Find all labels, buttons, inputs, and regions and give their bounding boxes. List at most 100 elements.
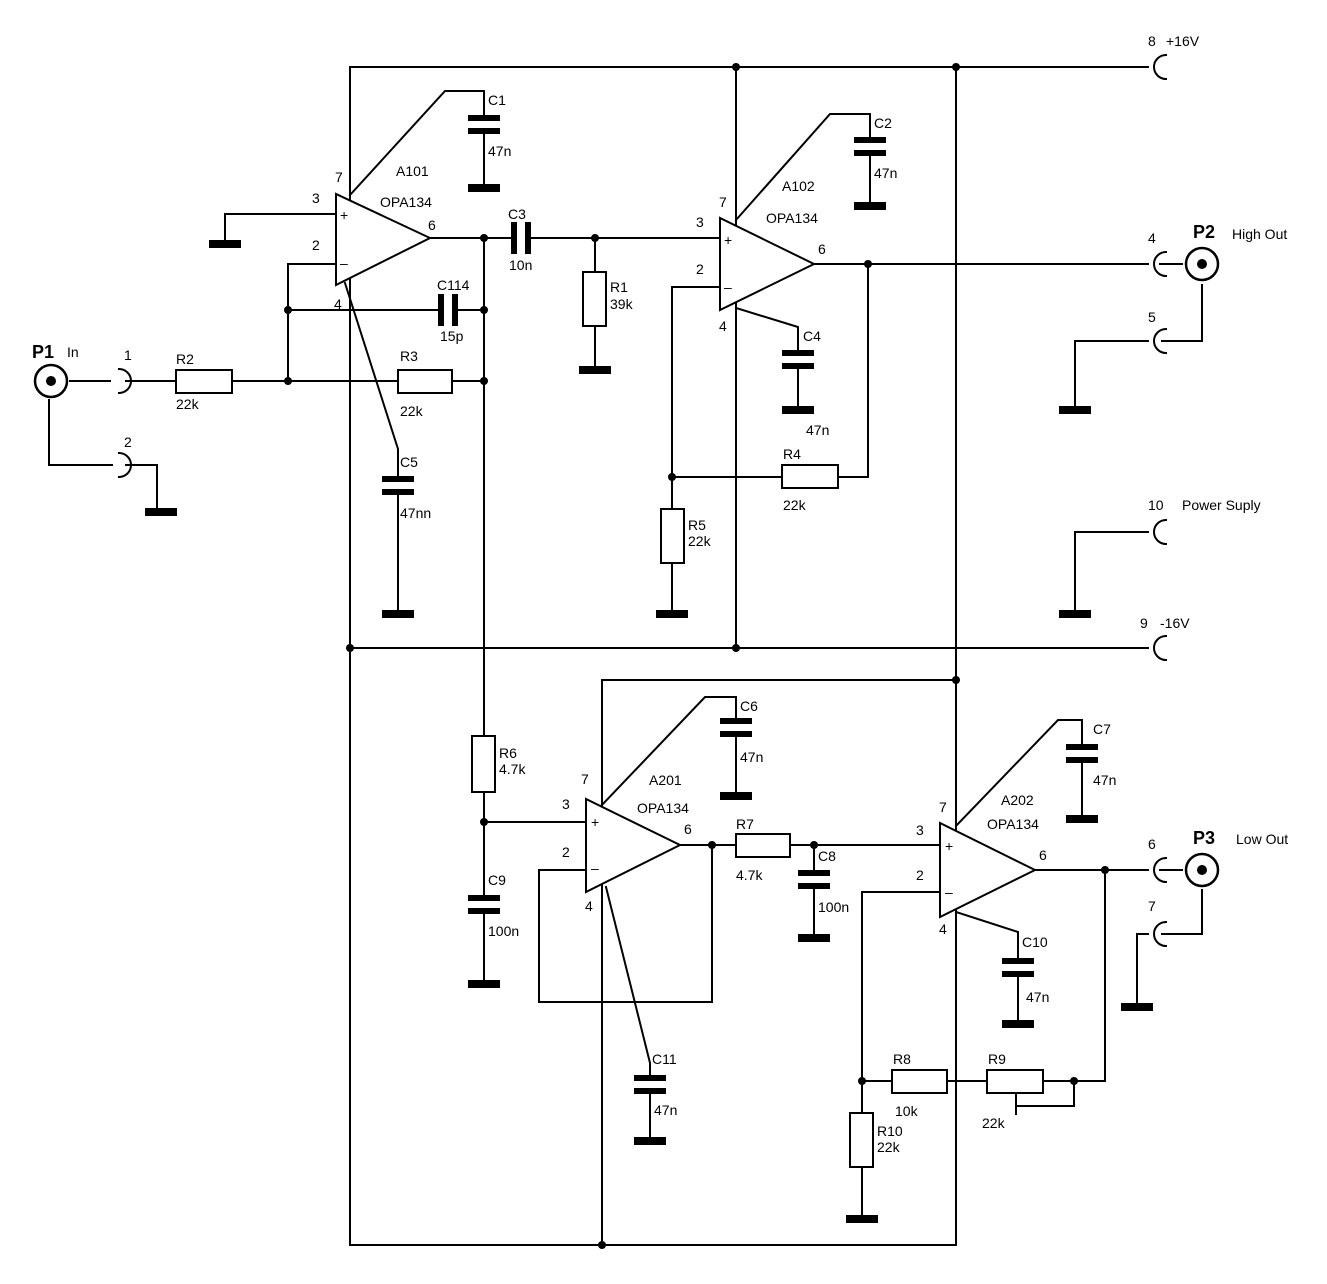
pin-number: 3 <box>562 796 570 812</box>
pin-number: 7 <box>939 799 947 815</box>
resistor-r10-name: R10 <box>877 1123 903 1139</box>
pin-number: 7 <box>719 194 727 210</box>
ground-icon <box>468 980 500 988</box>
pin-number: 5 <box>1148 309 1156 325</box>
resistor-r9-name: R9 <box>988 1051 1006 1067</box>
plus-sign: + <box>724 232 732 248</box>
pin-number: 7 <box>1148 898 1156 914</box>
pin-number: 2 <box>696 261 704 277</box>
pin-number: 4 <box>585 898 593 914</box>
wires <box>48 66 1203 1246</box>
resistor-r10 <box>849 1112 874 1168</box>
capacitor-c8-name: C8 <box>818 848 836 864</box>
resistor-r2 <box>175 369 233 394</box>
pin-number: 6 <box>1148 836 1156 852</box>
capacitor-c7-value: 47n <box>1093 772 1116 788</box>
opamp-a101-type: OPA134 <box>380 194 432 210</box>
capacitor-c11-value: 47n <box>654 1102 677 1118</box>
ground-icon <box>1002 1020 1034 1028</box>
capacitor-c5-value: 47nn <box>400 505 431 521</box>
resistor-r4 <box>781 464 839 489</box>
capacitor-c2-value: 47n <box>874 165 897 181</box>
resistor-r6-value: 4.7k <box>499 761 526 777</box>
plus-sign: + <box>340 207 348 223</box>
pin-number: 10 <box>1148 497 1164 513</box>
pin-number: 4 <box>939 921 947 937</box>
resistor-r3-value: 22k <box>400 403 424 419</box>
resistor-r8 <box>891 1069 948 1094</box>
power-neg-label: -16V <box>1160 615 1190 631</box>
ground-icon <box>634 1137 666 1145</box>
opamp-a102 <box>719 216 817 312</box>
minus-sign: – <box>724 279 732 295</box>
connector-p2-name: P2 <box>1193 222 1215 242</box>
pin-number: 2 <box>312 237 320 253</box>
connector-p3 <box>1184 852 1220 888</box>
pin-number: 6 <box>428 217 436 233</box>
resistor-r6 <box>471 735 496 793</box>
resistor-r7 <box>735 833 791 858</box>
resistor-r1-value: 39k <box>610 296 634 312</box>
capacitor-c2-name: C2 <box>874 115 892 131</box>
ground-icon <box>145 508 177 516</box>
ground-icon <box>846 1215 878 1223</box>
socket-icon <box>1153 856 1168 884</box>
ground-icon <box>782 406 814 414</box>
pin-sockets <box>117 53 1168 948</box>
ground-icon <box>720 792 752 800</box>
pin-number: 6 <box>684 821 692 837</box>
connector-p1-name: P1 <box>32 342 54 362</box>
plus-sign: + <box>591 814 599 830</box>
connector-p3-label: Low Out <box>1236 831 1288 847</box>
minus-sign: – <box>340 255 348 271</box>
opamp-a201-type: OPA134 <box>637 800 689 816</box>
capacitor-c7 <box>1066 744 1098 763</box>
resistor-r8-name: R8 <box>893 1051 911 1067</box>
pin-number: 2 <box>562 844 570 860</box>
resistor-r1-name: R1 <box>610 279 628 295</box>
power-supply-label: Power Suply <box>1182 497 1261 513</box>
capacitor-c6 <box>720 718 752 737</box>
connector-p3-name: P3 <box>1193 828 1215 848</box>
pin-number: 6 <box>1039 847 1047 863</box>
ground-icon <box>579 366 611 374</box>
capacitor-c10 <box>1002 958 1034 977</box>
connector-p2-label: High Out <box>1232 226 1287 242</box>
pin-number: 3 <box>696 214 704 230</box>
capacitor-c9-value: 100n <box>488 923 519 939</box>
pin-number: 4 <box>334 296 342 312</box>
capacitor-c7-name: C7 <box>1093 721 1111 737</box>
ground-symbols <box>145 184 1153 1223</box>
ground-icon <box>656 610 688 618</box>
pin-number: 4 <box>719 318 727 334</box>
capacitor-c10-value: 47n <box>1026 989 1049 1005</box>
resistor-r9 <box>986 1069 1044 1094</box>
ground-icon <box>1059 610 1091 618</box>
capacitor-c8 <box>798 870 830 889</box>
capacitor-c4 <box>782 350 814 369</box>
resistor-r6-name: R6 <box>499 745 517 761</box>
minus-sign: – <box>591 860 599 876</box>
pin-number: 8 <box>1148 33 1156 49</box>
pin-number: 3 <box>916 822 924 838</box>
resistor-r5-name: R5 <box>688 517 706 533</box>
pin-number: 7 <box>581 771 589 787</box>
capacitor-c1-name: C1 <box>488 92 506 108</box>
opamp-a102-type: OPA134 <box>766 210 818 226</box>
resistor-r5-value: 22k <box>688 533 712 549</box>
ground-icon <box>798 934 830 942</box>
resistor-r7-name: R7 <box>736 816 754 832</box>
capacitor-c1-value: 47n <box>488 143 511 159</box>
opamp-a201 <box>585 797 683 894</box>
capacitor-c114 <box>438 294 458 326</box>
capacitor-c10-name: C10 <box>1022 934 1048 950</box>
ground-icon <box>209 240 241 248</box>
opamp-a101-name: A101 <box>396 163 429 179</box>
resistor-r3 <box>397 369 453 394</box>
pin-number: 4 <box>1148 230 1156 246</box>
pin-number: 6 <box>818 241 826 257</box>
resistor-r1 <box>582 271 607 327</box>
capacitor-c2 <box>854 137 886 156</box>
resistor-r7-value: 4.7k <box>736 867 763 883</box>
ground-icon <box>854 202 886 210</box>
